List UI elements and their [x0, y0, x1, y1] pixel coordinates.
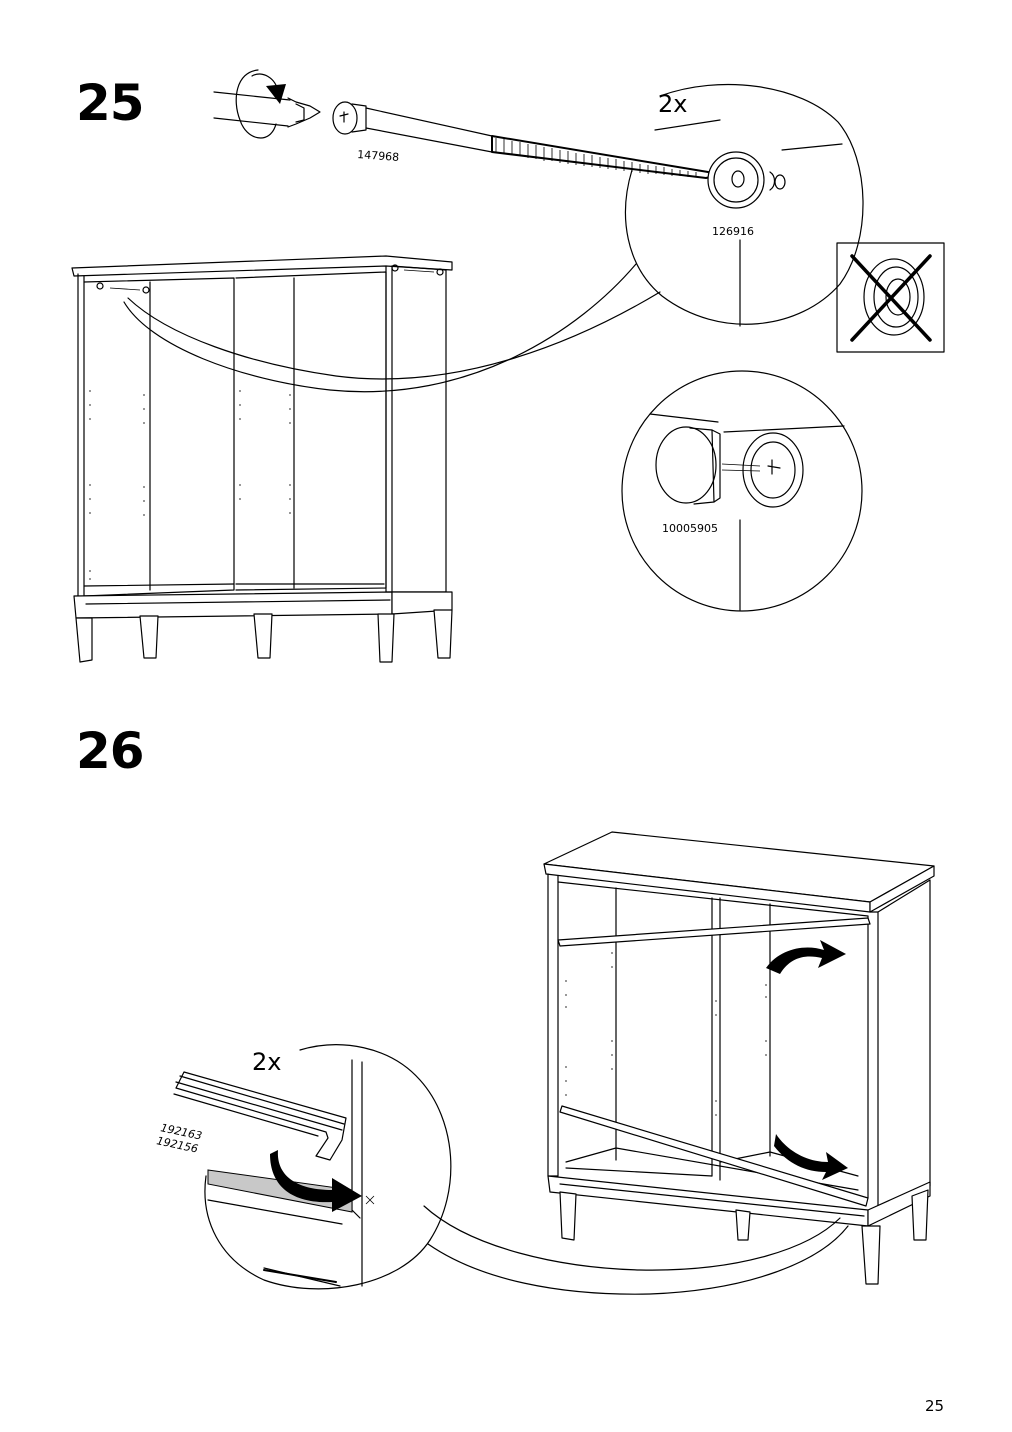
- detail-pointer-line-26: [423, 1205, 841, 1271]
- step-number-26: 26: [76, 722, 145, 780]
- cross-icon: [850, 254, 932, 342]
- rail-bottom: [559, 1105, 869, 1207]
- rail-detail-circle: [173, 1044, 452, 1290]
- step-number-25: 25: [76, 74, 145, 132]
- rail-top: [557, 917, 871, 947]
- qty-label-26: 2x: [252, 1048, 281, 1076]
- screw-part-number: 147968: [357, 148, 400, 164]
- washer-detail-circle: [624, 83, 864, 327]
- cap-part-number: 10005905: [662, 522, 718, 535]
- cap-detail-circle: [621, 370, 863, 612]
- qty-label-25: 2x: [658, 90, 687, 118]
- detail-pointer-line-26-inner: [427, 1225, 849, 1295]
- cabinet-step25: [71, 255, 453, 663]
- screw-icon: [332, 101, 715, 179]
- cabinet-step26: [543, 831, 935, 1285]
- screwdriver-icon: [213, 69, 321, 139]
- page-number: 25: [925, 1397, 945, 1415]
- detail-pointer-line-inner: [127, 291, 661, 380]
- arrow-icon-bottom: [774, 1134, 848, 1180]
- arrow-icon-top: [766, 940, 846, 974]
- detail-pointer-line: [123, 263, 637, 393]
- washer-part-number: 126916: [712, 225, 754, 238]
- arrow-icon-rail: [270, 1150, 362, 1212]
- incorrect-orientation-box: [836, 242, 945, 353]
